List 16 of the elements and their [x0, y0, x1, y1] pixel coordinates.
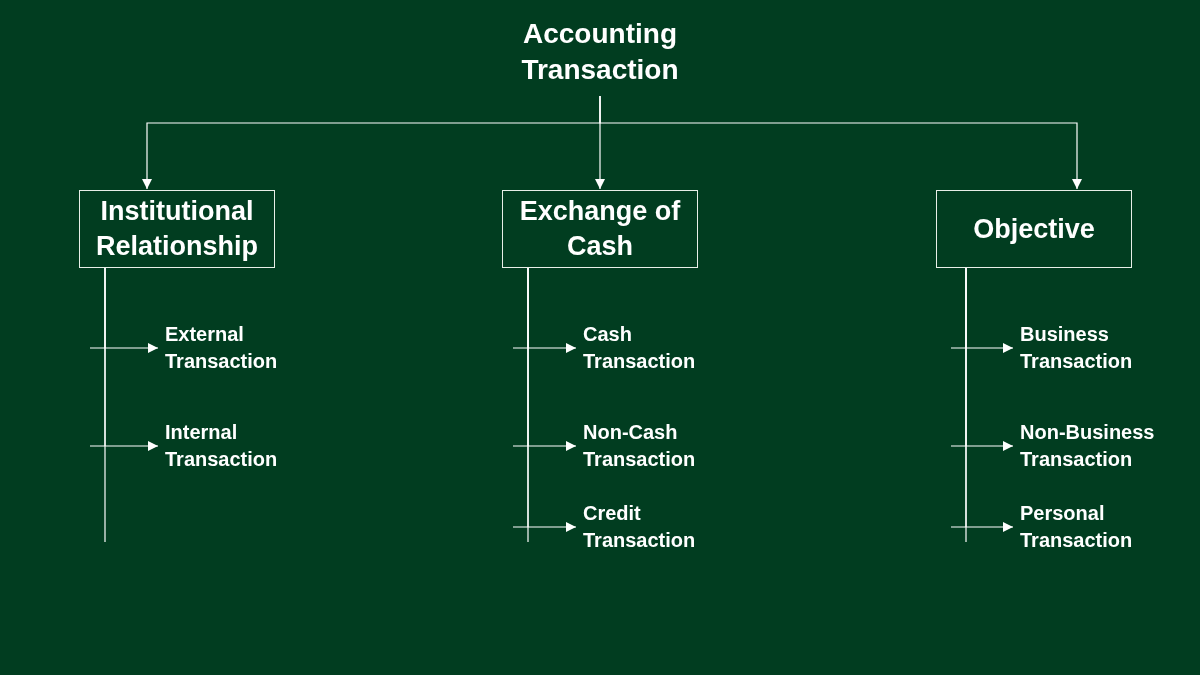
transaction-type-label: Internal Transaction [165, 420, 279, 472]
category-box: Exchange of Cash [502, 190, 698, 268]
arrow [512, 267, 577, 532]
root-node-label: Accounting Transaction [520, 17, 680, 87]
category-box: Objective [936, 190, 1132, 268]
arrow [89, 267, 159, 451]
transaction-type-label: Business Transaction [1020, 322, 1134, 374]
category-box: Institutional Relationship [79, 190, 275, 268]
arrow [950, 267, 1014, 532]
arrow [599, 95, 1082, 190]
transaction-type-label: Personal Transaction [1020, 501, 1134, 553]
transaction-type-label: Credit Transaction [583, 501, 697, 553]
transaction-type-label: Cash Transaction [583, 322, 697, 374]
transaction-type-label: External Transaction [165, 322, 279, 374]
transaction-type-label: Non-Business Transaction [1020, 420, 1156, 472]
transaction-type-label: Non-Cash Transaction [583, 420, 697, 472]
